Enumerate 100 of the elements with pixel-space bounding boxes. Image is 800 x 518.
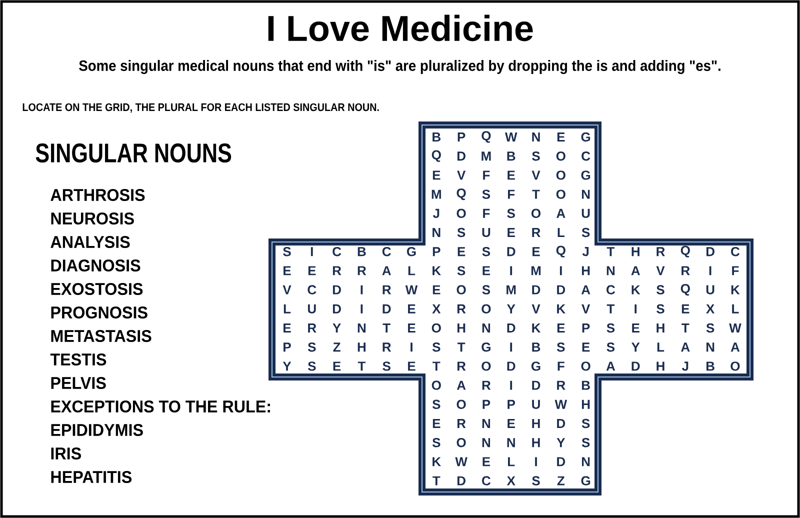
grid-letter: D — [532, 285, 540, 294]
grid-letter: A — [382, 266, 391, 276]
grid-letter: B — [358, 247, 366, 256]
grid-letter: A — [631, 266, 640, 276]
grid-letter: R — [532, 228, 540, 237]
grid-letter: W — [554, 400, 568, 409]
grid-letter: S — [706, 323, 714, 333]
grid-letter: D — [706, 247, 714, 256]
grid-letter: T — [606, 304, 615, 314]
grid-letter: E — [458, 247, 466, 256]
grid-letter: H — [582, 400, 590, 409]
grid-letter: S — [482, 285, 490, 294]
grid-letter: O — [581, 362, 590, 371]
grid-letter: E — [557, 324, 565, 332]
grid-letter: S — [432, 438, 440, 448]
grid-letter: D — [557, 419, 566, 428]
grid-letter: I — [535, 457, 537, 466]
grid-letter: B — [532, 342, 540, 352]
grid-letter: J — [682, 362, 688, 371]
grid-letter: T — [457, 342, 466, 352]
grid-letter: S — [283, 247, 291, 256]
grid-letter: R — [557, 380, 566, 390]
grid-letter: L — [558, 228, 564, 237]
grid-letter: E — [532, 247, 540, 256]
grid-letter: P — [482, 400, 490, 409]
grid-letter: M — [482, 152, 491, 161]
grid-letter: S — [582, 438, 590, 448]
grid-letter: L — [408, 266, 416, 276]
grid-letter: H — [532, 419, 540, 428]
grid-letter: Q — [432, 150, 441, 162]
grid-letter: A — [556, 208, 566, 218]
grid-letter: X — [432, 304, 441, 314]
grid-letter: M — [432, 190, 441, 199]
grid-letter: I — [510, 342, 512, 352]
grid-letter: Y — [332, 324, 341, 332]
grid-letter: I — [560, 266, 562, 276]
grid-letter: D — [457, 152, 466, 161]
grid-letter: U — [308, 304, 316, 314]
grid-letter: S — [432, 400, 440, 409]
grid-letter: D — [332, 285, 341, 294]
title: I Love Medicine — [268, 14, 533, 42]
grid-letter: N — [482, 419, 490, 428]
grid-letter: N — [358, 324, 366, 332]
grid-letter: T — [532, 190, 540, 199]
grid-letter: D — [457, 476, 466, 486]
grid-letter: O — [456, 438, 466, 448]
grid-letter: G — [531, 362, 540, 371]
grid-letter: K — [557, 304, 566, 314]
word-list-item: NEUROSIS — [51, 212, 134, 225]
grid-letter: V — [532, 304, 540, 314]
grid-letter: E — [308, 266, 316, 276]
grid-letter: S — [432, 342, 440, 352]
grid-letter: K — [731, 285, 740, 294]
grid-letter: L — [508, 457, 515, 466]
grid-letter: D — [507, 362, 516, 371]
grid-letter: E — [284, 324, 291, 332]
word-list-item: HEPATITIS — [51, 470, 132, 484]
grid-letter: M — [506, 285, 516, 294]
word-list-item: IRIS — [51, 447, 81, 460]
grid-letter: U — [582, 208, 590, 218]
grid-letter: B — [706, 362, 714, 371]
grid-letter: D — [532, 380, 540, 390]
grid-letter: I — [360, 285, 363, 294]
grid-letter: B — [582, 380, 590, 390]
grid-letter: D — [557, 457, 566, 466]
grid-letter: B — [432, 132, 440, 142]
grid-letter: O — [432, 323, 441, 333]
grid-letter: V — [532, 170, 540, 180]
grid-letter: F — [483, 170, 490, 180]
grid-letter: R — [382, 342, 392, 352]
grid-letter: C — [382, 247, 391, 256]
grid-letter: O — [556, 170, 566, 180]
grid-letter: I — [360, 304, 363, 314]
grid-letter: W — [729, 324, 742, 332]
grid-letter: E — [508, 228, 515, 237]
grid-letter: I — [410, 342, 412, 352]
word-list-item: PROGNOSIS — [51, 306, 148, 319]
grid-letter: G — [581, 132, 590, 142]
grid-letter: E — [482, 266, 490, 276]
grid-letter: O — [730, 362, 740, 371]
grid-letter: S — [656, 285, 664, 294]
grid-letter: T — [432, 476, 440, 486]
grid-letter: E — [432, 285, 440, 294]
grid-letter: N — [606, 266, 615, 276]
grid-letter: Q — [680, 246, 690, 258]
grid-letter: I — [310, 247, 313, 256]
grid-letter: E — [682, 304, 690, 314]
word-list-item: ANALYSIS — [50, 236, 130, 248]
grid-letter: P — [582, 324, 590, 332]
grid-letter: N — [582, 190, 590, 199]
grid-letter: M — [531, 266, 541, 276]
grid-letter: R — [308, 324, 316, 332]
grid-letter: A — [606, 362, 616, 371]
grid-letter: N — [482, 324, 490, 332]
grid-letter: R — [656, 247, 665, 256]
grid-letter: Q — [482, 131, 491, 143]
grid-letter: A — [681, 342, 690, 352]
grid-letter: S — [532, 476, 540, 486]
grid-letter: O — [482, 362, 491, 371]
grid-letter: C — [332, 247, 342, 256]
